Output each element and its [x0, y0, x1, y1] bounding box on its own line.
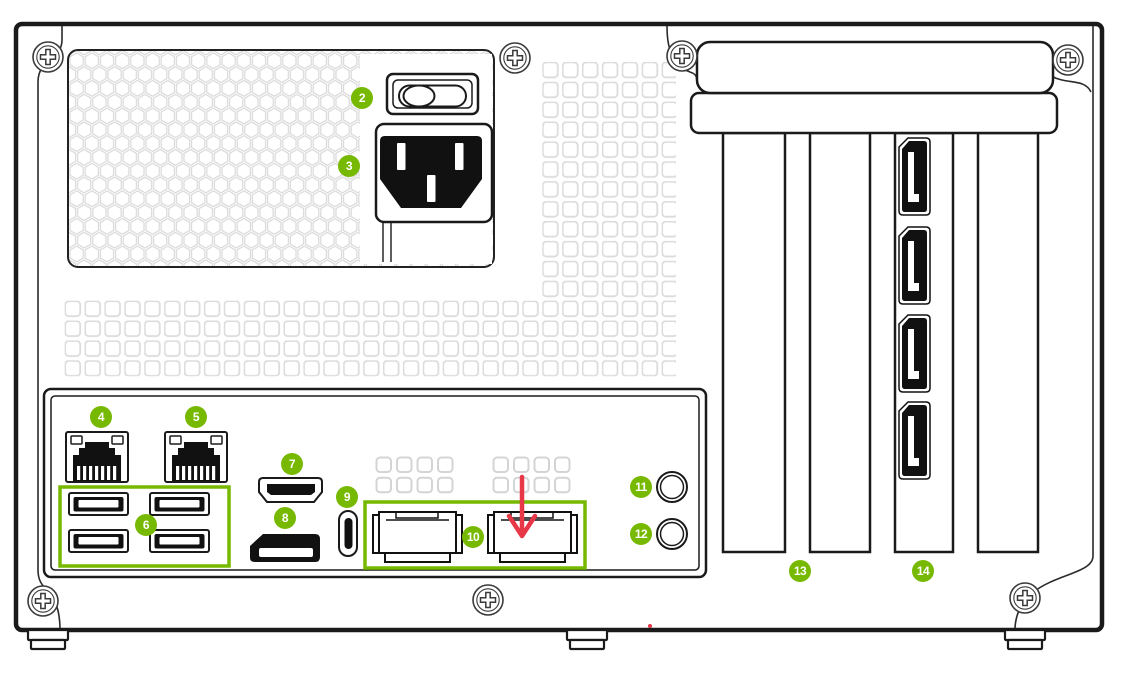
gpu-displayport-4 — [898, 401, 931, 480]
screw-bottom-middle — [472, 584, 504, 616]
gpu-displayport-2 — [898, 226, 931, 305]
chassis-foot-left — [26, 628, 70, 651]
screw-top-center-right — [666, 40, 698, 72]
displayport — [250, 534, 320, 562]
screw-top-middle — [499, 42, 531, 74]
callout-badge-3: 3 — [338, 155, 360, 177]
callout-badge-14: 14 — [912, 560, 934, 582]
hdmi-port — [258, 477, 323, 503]
expansion-slot-1 — [721, 131, 787, 554]
ac-power-inlet — [374, 122, 494, 224]
gpu-displayport-3 — [898, 314, 931, 393]
callout-badge-10: 10 — [462, 526, 484, 548]
chassis-foot-right — [1003, 628, 1047, 651]
usb-group-highlight-box — [58, 485, 231, 568]
red-dot-mark — [648, 624, 652, 628]
expansion-slot-section — [689, 40, 1059, 554]
callout-badge-9: 9 — [336, 486, 358, 508]
callout-badge-6: 6 — [135, 514, 157, 536]
screw-top-right — [1052, 44, 1084, 76]
io-panel — [42, 387, 708, 579]
sfp-group-highlight-box — [363, 500, 587, 570]
callout-badge-5: 5 — [185, 406, 207, 428]
usb-c-port — [338, 510, 358, 557]
callout-badge-11: 11 — [630, 476, 652, 498]
round-port-upper — [656, 471, 688, 503]
screw-bottom-right — [1009, 582, 1041, 614]
callout-badge-13: 13 — [789, 560, 811, 582]
square-vent-field — [64, 61, 677, 377]
sfp-vent-holes — [375, 456, 571, 494]
expansion-slot-4 — [976, 131, 1040, 554]
gpu-displayport-1 — [898, 137, 931, 216]
round-port-lower — [656, 518, 688, 550]
handle-upper-bar — [695, 40, 1055, 95]
callout-badge-4: 4 — [90, 406, 112, 428]
callout-badge-12: 12 — [630, 523, 652, 545]
chassis-foot-middle — [565, 628, 609, 651]
handle-lower-bar — [689, 91, 1059, 135]
callout-badge-2: 2 — [351, 87, 373, 109]
screw-top-left — [32, 41, 64, 73]
sfp-cage-1 — [372, 511, 463, 563]
power-switch — [385, 72, 480, 116]
callout-badge-7: 7 — [281, 453, 303, 475]
screw-bottom-left — [27, 585, 59, 617]
insert-direction-arrow — [506, 474, 538, 539]
expansion-slot-2 — [808, 131, 872, 554]
callout-badge-8: 8 — [274, 507, 296, 529]
